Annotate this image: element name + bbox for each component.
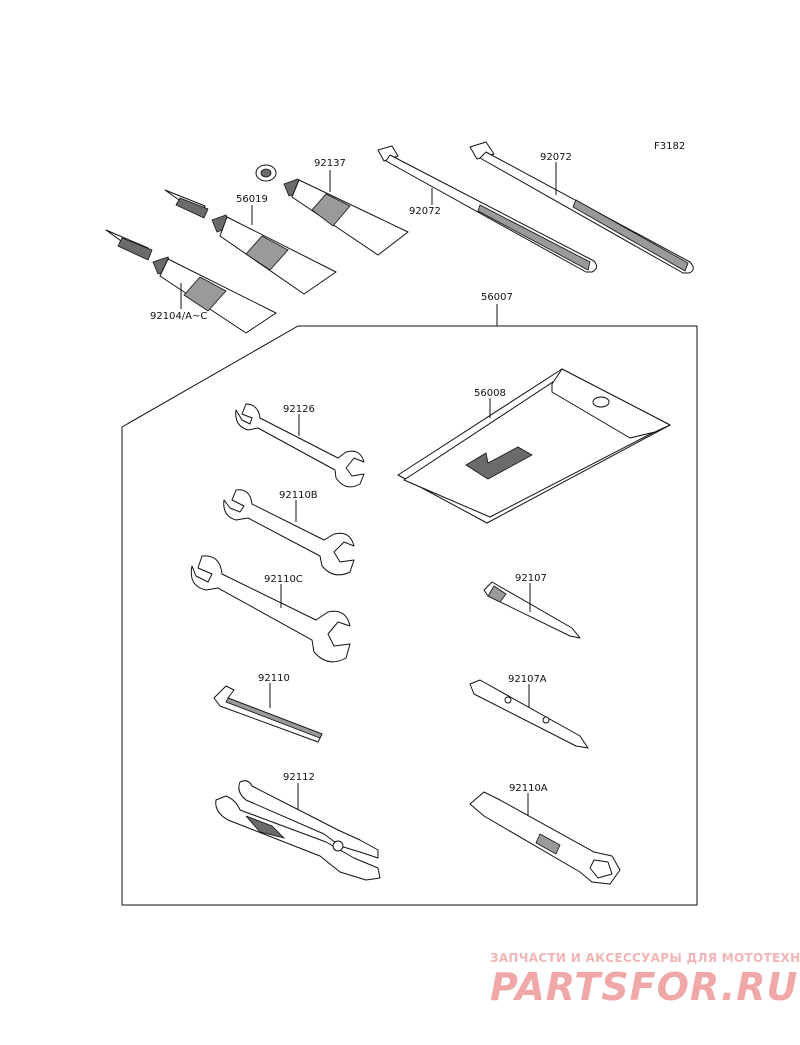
watermark-tagline: ЗАПЧАСТИ И АКСЕССУАРЫ ДЛЯ МОТОТЕХНИКИ — [490, 951, 800, 965]
watermark-brand: PARTSFOR.RU — [490, 965, 798, 1009]
screwdriver-bit-92107a — [469, 679, 589, 749]
box-wrench-92110a — [469, 791, 621, 885]
figure-code: F3182 — [654, 141, 685, 152]
label-wrench-92110c: 92110C — [264, 574, 303, 585]
cable-tie-left — [377, 145, 598, 273]
label-cable-tie-left: 92072 — [409, 206, 441, 217]
label-screwdriver-bit-a: 92107A — [508, 674, 547, 685]
wrench-92110b — [223, 489, 355, 576]
grease-tube-mid — [164, 189, 337, 295]
screwdriver-bit-92107 — [483, 581, 581, 639]
label-grease-tube-mid: 56019 — [236, 194, 268, 205]
label-box-wrench: 92110A — [509, 783, 548, 794]
label-wrench-92110b: 92110B — [279, 490, 318, 501]
wrench-92126 — [235, 403, 365, 488]
tool-bag — [397, 368, 671, 524]
wrench-92110c — [190, 555, 351, 663]
grease-tube-small — [255, 164, 409, 256]
label-grease-tube-large: 92104/A~C — [150, 311, 207, 322]
label-tool-bag: 56008 — [474, 388, 506, 399]
label-pliers: 92112 — [283, 772, 315, 783]
cable-tie-right — [469, 141, 694, 274]
label-hex-key: 92110 — [258, 673, 290, 684]
label-grease-tube-small: 92137 — [314, 158, 346, 169]
label-screwdriver-bit: 92107 — [515, 573, 547, 584]
pliers-92112 — [215, 780, 381, 881]
label-wrench-92126: 92126 — [283, 404, 315, 415]
label-cable-tie-right: 92072 — [540, 152, 572, 163]
grease-tube-large — [105, 229, 277, 334]
tool-kit-frame — [121, 325, 698, 906]
hex-key-92110 — [213, 685, 323, 743]
label-tool-kit: 56007 — [481, 292, 513, 303]
